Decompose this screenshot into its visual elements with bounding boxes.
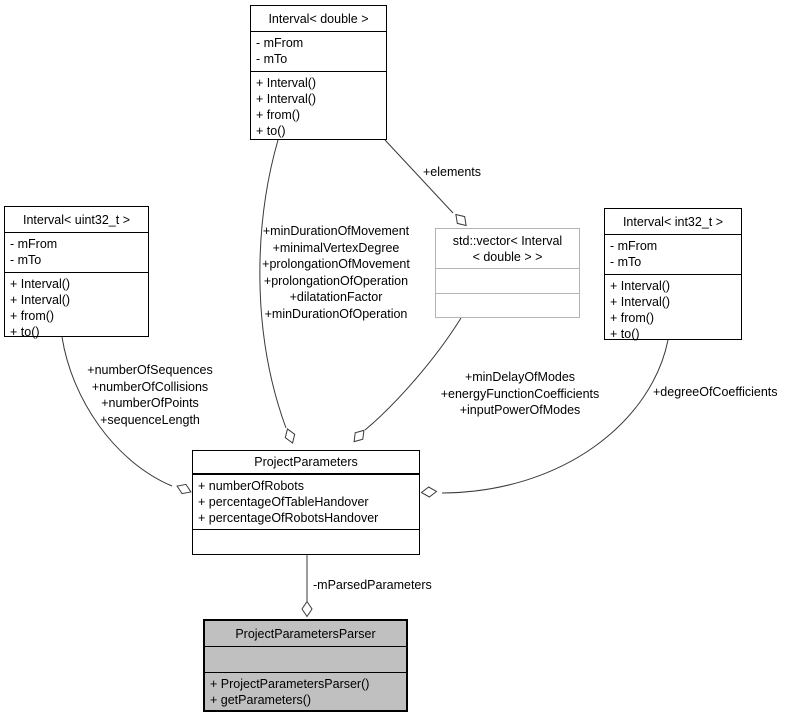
method: + Interval() <box>256 92 317 106</box>
methods-compartment <box>436 293 579 317</box>
edge-label-line: +sequenceLength <box>100 412 200 427</box>
attribute: - mTo <box>10 253 42 267</box>
edge-label-line: +prolongationOfOperation <box>263 273 409 288</box>
class-title: std::vector< Interval < double > > <box>436 229 579 269</box>
method: + to() <box>610 327 640 341</box>
attributes-compartment: - mFrom - mTo <box>251 32 386 71</box>
class-title: Interval< uint32_t > <box>5 207 148 233</box>
class-title: Interval< int32_t > <box>605 209 741 235</box>
edge-label-int32-to-pp: +degreeOfCoefficients <box>653 385 778 399</box>
methods-compartment <box>193 529 419 554</box>
aggregation-diamond-icon <box>284 428 296 444</box>
aggregation-diamond-icon <box>176 483 192 495</box>
attributes-compartment: - mFrom - mTo <box>5 233 148 272</box>
edge-label-line: +minDelayOfModes <box>464 370 576 384</box>
class-title: ProjectParameters <box>193 451 419 475</box>
edge-label-line: +numberOfSequences <box>87 363 213 377</box>
methods-compartment: + Interval() + Interval() + from() + to(… <box>5 272 148 340</box>
method: + from() <box>610 311 655 325</box>
edge-label-line: +numberOfPoints <box>101 396 199 410</box>
class-title: Interval< double > <box>251 6 386 32</box>
method: + from() <box>256 108 301 122</box>
attribute: - mFrom <box>256 36 304 50</box>
edge-interval-uint32-to-project-parameters <box>61 336 173 487</box>
edge-label-double-to-pp: +minDurationOfMovement +minimalVertexDeg… <box>238 223 434 322</box>
attributes-compartment <box>205 647 406 672</box>
edge-label-vector-to-pp: +minDelayOfModes +energyFunctionCoeffici… <box>425 369 615 419</box>
edge-label-line: +minimalVertexDegree <box>272 240 400 255</box>
edge-vector-to-project-parameters <box>364 317 462 431</box>
edge-interval-int32-to-project-parameters <box>441 339 669 494</box>
methods-compartment: + Interval() + Interval() + from() + to(… <box>605 274 741 342</box>
class-node-interval-int32[interactable]: Interval< int32_t > - mFrom - mTo + Inte… <box>604 208 742 342</box>
class-node-interval-double[interactable]: Interval< double > - mFrom - mTo + Inter… <box>250 5 387 140</box>
aggregation-diamond-icon <box>455 213 467 227</box>
method: + Interval() <box>610 279 671 293</box>
attributes-compartment: - mFrom - mTo <box>605 235 741 274</box>
attribute: + percentageOfTableHandover <box>198 495 369 509</box>
method: + Interval() <box>10 293 71 307</box>
method: + Interval() <box>10 277 71 291</box>
method: + from() <box>10 309 55 323</box>
edge-label-line: +minDurationOfOperation <box>264 306 408 321</box>
aggregation-diamond-icon <box>420 486 438 498</box>
method: + Interval() <box>256 76 317 90</box>
edge-label-uint32-to-pp: +numberOfSequences +numberOfCollisions +… <box>75 362 225 428</box>
edge-label-line: +dilatationFactor <box>289 290 383 304</box>
attribute: - mTo <box>610 255 642 269</box>
class-node-interval-uint32[interactable]: Interval< uint32_t > - mFrom - mTo + Int… <box>4 206 149 340</box>
class-node-std-vector[interactable]: std::vector< Interval < double > > <box>435 228 580 318</box>
class-title-line: < double > > <box>472 249 543 264</box>
edge-label-elements: +elements <box>423 165 482 179</box>
class-title: ProjectParametersParser <box>205 621 406 647</box>
methods-compartment: + ProjectParametersParser() + getParamet… <box>205 672 406 710</box>
edge-label-line: +energyFunctionCoefficients <box>440 386 600 401</box>
class-node-project-parameters-parser[interactable]: ProjectParametersParser + ProjectParamet… <box>203 619 408 712</box>
class-node-project-parameters[interactable]: ProjectParameters + numberOfRobots + per… <box>192 450 420 555</box>
edge-label-parsed-parameters: -mParsedParameters <box>313 578 432 592</box>
methods-compartment: + Interval() + Interval() + from() + to(… <box>251 71 386 139</box>
attributes-compartment <box>436 269 579 293</box>
attribute: - mFrom <box>10 237 58 251</box>
edge-label-line: +numberOfCollisions <box>91 379 209 394</box>
method: + ProjectParametersParser() <box>210 677 370 691</box>
method: + to() <box>256 124 286 138</box>
edge-interval-double-to-vector <box>384 139 454 214</box>
edge-label-line: +prolongationOfMovement <box>262 257 410 271</box>
attribute: + numberOfRobots <box>198 479 304 493</box>
attributes-compartment: + numberOfRobots + percentageOfTableHand… <box>193 475 419 529</box>
method: + getParameters() <box>210 693 312 707</box>
attribute: - mTo <box>256 52 288 66</box>
edge-label-line: +inputPowerOfModes <box>459 403 581 417</box>
class-title-line: std::vector< Interval <box>452 233 563 248</box>
attribute: - mFrom <box>610 239 658 253</box>
attribute: + percentageOfRobotsHandover <box>198 511 379 525</box>
method: + to() <box>10 325 40 339</box>
method: + Interval() <box>610 295 671 309</box>
edge-label-line: +minDurationOfMovement <box>262 224 410 238</box>
aggregation-diamond-icon <box>353 429 365 443</box>
edge-interval-double-to-project-parameters <box>259 139 287 429</box>
aggregation-diamond-icon <box>301 600 313 618</box>
